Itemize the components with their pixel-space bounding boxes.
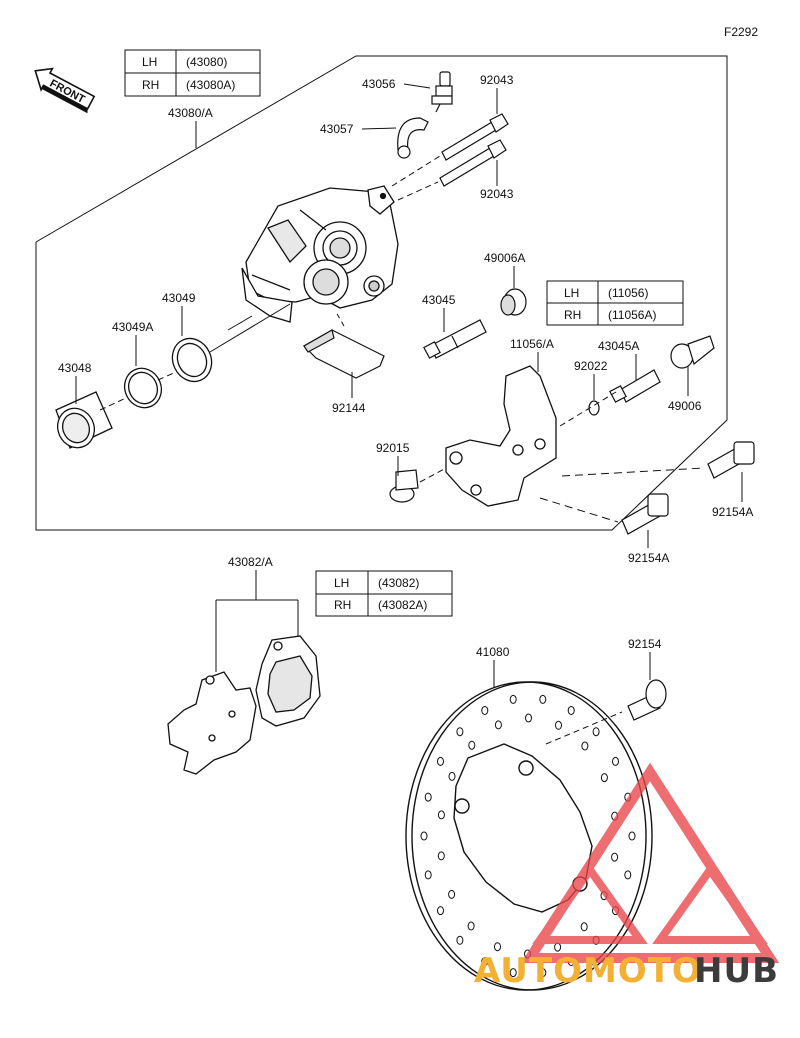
disc-hole [494, 942, 501, 952]
disc-hole [448, 889, 456, 899]
sleeve [389, 469, 419, 503]
disc-hole [600, 773, 608, 783]
label-spring: 92144 [332, 401, 366, 415]
pin-bolt-bottom [439, 139, 507, 187]
bracket-lh-side: LH [564, 286, 579, 300]
disc-hole [437, 851, 445, 861]
brake-pad-left [167, 671, 257, 775]
bracket-table: LH (11056) RH (11056A) [546, 280, 684, 326]
label-seal-dust: 43049 [162, 291, 196, 305]
label-circlip: 92022 [574, 359, 608, 373]
pads-lh-side: LH [334, 576, 349, 590]
disc-hole [581, 741, 589, 751]
label-slide-pin-a: 43045A [598, 339, 639, 353]
caliper-lh-side: LH [142, 55, 157, 69]
disc-hole [624, 870, 632, 880]
label-bolt-bottom: 92154A [628, 551, 669, 565]
label-piston: 43048 [58, 361, 92, 375]
disc-hole [481, 957, 489, 966]
figure-code: F2292 [724, 25, 758, 39]
disc-hole [456, 935, 464, 945]
disc-hole [628, 831, 636, 841]
label-bleeder-cap: 43057 [320, 122, 354, 136]
disc-hole [481, 706, 489, 715]
label-seal-piston: 43049A [112, 320, 153, 334]
pad-spring [303, 329, 385, 379]
disc-hole [592, 727, 600, 737]
boot-top [500, 288, 527, 316]
label-disc-bolt: 92154 [628, 637, 662, 651]
boot [670, 335, 715, 369]
pads-lh-part: (43082) [378, 576, 419, 590]
bracket-rh-part: (11056A) [608, 308, 656, 322]
bracket-rh-side: RH [564, 308, 581, 322]
disc-hole [437, 810, 445, 820]
disc-hole [580, 922, 588, 932]
disc-hole [567, 706, 575, 715]
caliper-rh-side: RH [142, 78, 159, 92]
label-bleeder-valve: 43056 [362, 77, 396, 91]
brake-pad-right [255, 635, 321, 727]
label-pads-assy: 43082/A [228, 555, 273, 569]
disc-hole [509, 694, 517, 704]
caliper-body [241, 185, 399, 323]
label-pin-bolt-bottom: 92043 [480, 187, 514, 201]
caliper-lh-part: (43080) [186, 55, 227, 69]
watermark-logo [520, 762, 780, 963]
disc-hole [509, 968, 517, 978]
seal-piston [123, 367, 163, 409]
disc-hole [456, 727, 464, 737]
label-sleeve: 92015 [376, 441, 410, 455]
label-pin-bolt-top: 92043 [480, 73, 514, 87]
pads-bracket-lines [215, 570, 299, 672]
piston [55, 391, 113, 449]
disc-bolt [627, 679, 667, 721]
pads-rh-side: RH [334, 598, 351, 612]
bleeder-cap [397, 117, 429, 159]
disc-hole [554, 942, 562, 952]
label-bracket: 11056/A [510, 337, 554, 351]
caliper-table: LH (43080) RH (43080A) [124, 49, 261, 97]
caliper-rh-part: (43080A) [186, 78, 235, 92]
bolt-bottom [621, 493, 669, 535]
bleeder-valve [431, 71, 453, 113]
pads-table: LH (43082) RH (43082A) [315, 570, 453, 617]
disc-hole [555, 720, 562, 730]
disc-hole [494, 720, 502, 730]
disc-hole [437, 906, 444, 916]
label-boot-top: 49006A [484, 251, 525, 265]
disc-hole [468, 740, 476, 750]
label-boot: 49006 [668, 399, 702, 413]
watermark-text-automoto: AUTOMOTO [474, 951, 702, 991]
disc-hole [467, 921, 475, 931]
disc-hole [539, 694, 547, 704]
label-disc: 41080 [476, 645, 510, 659]
disc-hole [437, 756, 444, 766]
brake-disc [405, 681, 653, 991]
label-caliper-assy: 43080/A [168, 106, 213, 120]
pads-rh-part: (43082A) [378, 598, 427, 612]
bracket-lh-part: (11056) [608, 286, 648, 300]
disc-hole [525, 713, 532, 723]
assembly-outline [35, 55, 728, 531]
disc-hole [611, 852, 619, 862]
disc-hole [612, 756, 619, 766]
disc-hole [424, 870, 432, 880]
caliper-bracket [445, 365, 557, 507]
slide-pin [423, 319, 487, 359]
front-arrow-icon: FRONT [34, 67, 96, 114]
pin-bolt-top [441, 113, 509, 161]
bolt-right [707, 441, 755, 479]
seal-dust [171, 337, 213, 383]
label-slide-pin: 43045 [422, 293, 456, 307]
disc-hole [539, 968, 547, 978]
label-bolt-right: 92154A [712, 505, 753, 519]
watermark-text-hub: HUB [694, 951, 779, 991]
slide-pin-a [609, 369, 661, 403]
disc-hole [420, 831, 428, 841]
disc-hole [424, 792, 432, 802]
disc-hole [448, 771, 456, 781]
